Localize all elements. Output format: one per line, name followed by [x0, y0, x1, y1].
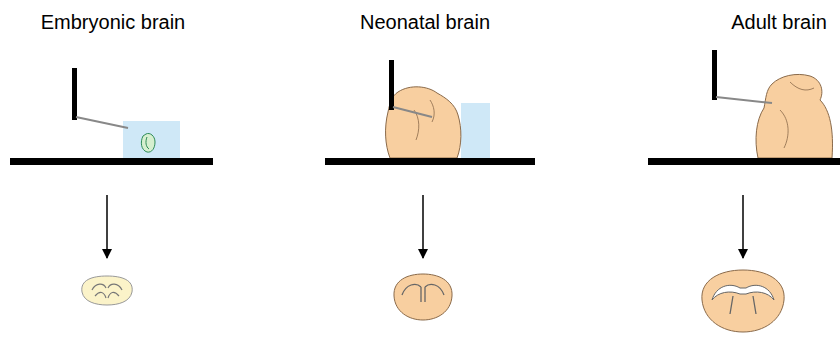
panel-title: Embryonic brain	[41, 11, 186, 34]
panel-title: Neonatal brain	[360, 11, 490, 34]
blade	[76, 117, 128, 128]
blade-holder	[712, 50, 717, 100]
neonatal-brain	[386, 87, 461, 158]
stage-plate	[10, 158, 213, 165]
agarose-block	[123, 121, 180, 159]
panel-title: Adult brain	[731, 11, 827, 34]
adult-section	[702, 270, 784, 332]
stage-plate	[325, 158, 535, 165]
stage-plate	[648, 158, 840, 165]
blade	[393, 107, 432, 117]
blade-holder	[72, 68, 77, 120]
embryonic-brain	[141, 133, 155, 152]
blade-holder	[389, 60, 394, 110]
embryonic-section	[82, 276, 132, 305]
adult-brain	[756, 74, 833, 158]
arrow	[742, 195, 744, 258]
agarose-block	[461, 103, 490, 159]
arrow	[106, 195, 108, 258]
blade	[716, 97, 772, 103]
arrow	[422, 195, 424, 258]
neonatal-section	[394, 274, 452, 320]
